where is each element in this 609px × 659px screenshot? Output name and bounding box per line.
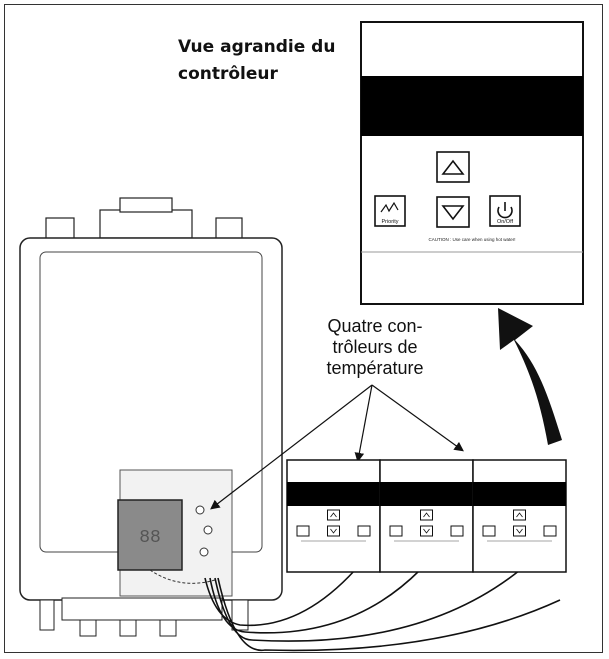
small-power-button[interactable]: [357, 525, 371, 537]
callout-line-1: Quatre con-: [327, 316, 423, 336]
small-down-button[interactable]: [420, 525, 433, 537]
title-line-1: Vue agrandie du: [178, 37, 336, 57]
small-power-button[interactable]: [543, 525, 557, 537]
small-power-button[interactable]: [450, 525, 464, 537]
small-display: [287, 482, 380, 506]
four-controllers-callout: Quatre con- trôleurs de température: [300, 316, 450, 379]
controller-cables: [204, 569, 561, 652]
controller-enlarged: Priority On/Off CAUTION : Use care when …: [360, 21, 584, 305]
small-display: [380, 482, 473, 506]
up-arrow-button[interactable]: [436, 151, 470, 183]
main-display: [117, 499, 183, 571]
title-line-2: contrôleur: [178, 64, 278, 84]
small-display: [473, 482, 566, 506]
small-controller: [379, 459, 474, 573]
small-up-button[interactable]: [420, 509, 433, 521]
small-down-button[interactable]: [513, 525, 526, 537]
small-priority-button[interactable]: [389, 525, 403, 537]
svg-text:88: 88: [139, 528, 161, 548]
priority-button[interactable]: Priority: [374, 195, 406, 227]
priority-label: Priority: [381, 219, 398, 225]
power-button[interactable]: On/Off: [489, 195, 521, 227]
down-arrow-button[interactable]: [436, 196, 470, 228]
small-down-button[interactable]: [327, 525, 340, 537]
big-curved-arrow: [498, 308, 562, 445]
callout-line-2: trôleurs de: [332, 337, 418, 357]
small-priority-button[interactable]: [296, 525, 310, 537]
power-label: On/Off: [497, 219, 514, 225]
water-heater: 88: [19, 197, 283, 637]
small-priority-button[interactable]: [482, 525, 496, 537]
caution-text: CAUTION : Use care when using hot water!: [428, 237, 515, 242]
small-up-button[interactable]: [513, 509, 526, 521]
small-controllers: [286, 459, 567, 573]
small-controller: [286, 459, 381, 573]
enlarged-view-title: Vue agrandie du contrôleur: [178, 34, 358, 88]
small-controller: [472, 459, 567, 573]
callout-line-3: température: [326, 358, 424, 378]
small-up-button[interactable]: [327, 509, 340, 521]
